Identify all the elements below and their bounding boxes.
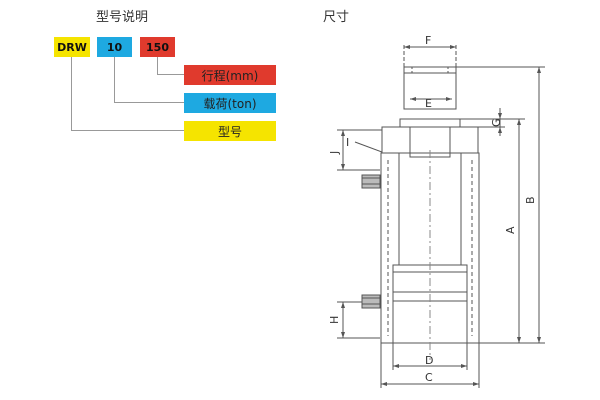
meaning-box-load: 载荷(ton) (184, 93, 276, 113)
connector-load-h (114, 102, 184, 103)
dim-label-g: G (490, 118, 503, 127)
code-box-10: 10 (97, 37, 132, 57)
bottom-port-coupler (361, 294, 381, 309)
connector-stroke-v (157, 57, 158, 74)
meaning-box-model: 型号 (184, 121, 276, 141)
connector-stroke-h (157, 74, 184, 75)
code-box-drw: DRW (54, 37, 90, 57)
dim-label-b: B (524, 196, 537, 204)
dim-label-e: E (425, 97, 432, 110)
dim-label-d: D (425, 354, 433, 367)
dim-label-a: A (504, 226, 517, 234)
dimensions-title: 尺寸 (323, 10, 350, 25)
dim-label-j: J (328, 151, 341, 155)
top-port-coupler (361, 174, 381, 189)
connector-model-v (71, 57, 72, 130)
saddle-cap (403, 66, 457, 110)
collar (381, 126, 479, 154)
dim-label-f: F (425, 34, 431, 47)
code-box-150: 150 (140, 37, 175, 57)
top-flange (399, 118, 461, 128)
connector-load-v (114, 57, 115, 102)
model-legend-title: 型号说明 (96, 10, 149, 25)
dim-label-c: C (425, 371, 433, 384)
connector-model-h (71, 130, 184, 131)
meaning-box-stroke: 行程(mm) (184, 65, 276, 85)
dim-label-h: H (328, 316, 341, 324)
dim-label-i: I (346, 136, 349, 149)
